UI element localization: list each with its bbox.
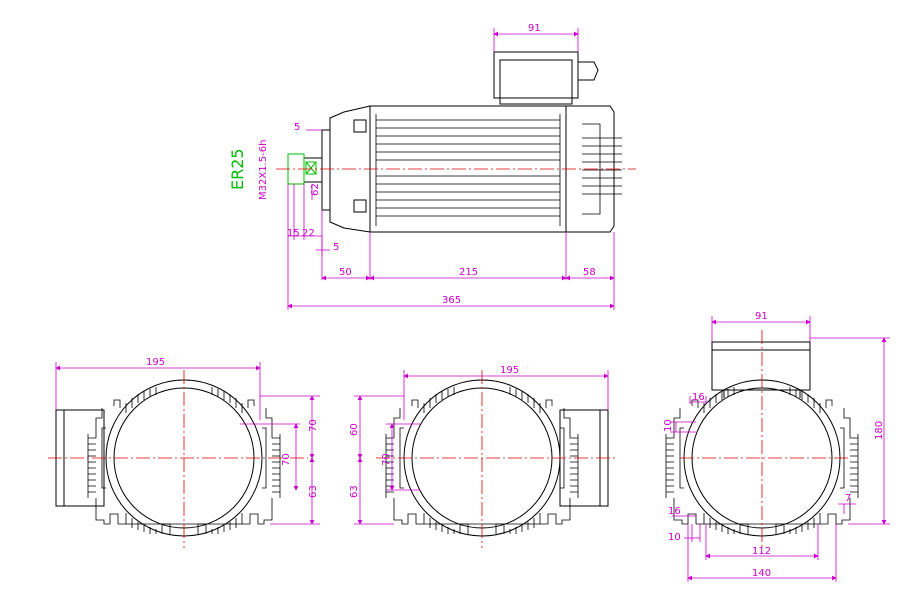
dim-15: 15 bbox=[287, 228, 300, 239]
side-view: 91 5 5 50 215 58 365 15 22 62 ER25 M32X1… bbox=[228, 23, 636, 310]
terminal-box-front bbox=[711, 341, 811, 391]
dim-10a: 10 bbox=[663, 419, 674, 432]
dim-140: 140 bbox=[752, 568, 771, 579]
dim-112: 112 bbox=[752, 546, 771, 557]
dim-365: 365 bbox=[442, 295, 461, 306]
dim-63: 63 bbox=[349, 485, 360, 498]
dim-70: 70 bbox=[381, 453, 392, 466]
dim-62: 62 bbox=[310, 183, 321, 196]
dim-60: 60 bbox=[349, 423, 360, 436]
dim-180: 180 bbox=[874, 421, 885, 440]
end-view-right: 91 180 16 10 16 10 112 140 7 bbox=[663, 311, 890, 582]
dim-10b: 10 bbox=[668, 532, 681, 543]
terminal-box bbox=[493, 51, 579, 99]
dim-16a: 16 bbox=[692, 392, 705, 403]
dim-5b: 5 bbox=[333, 242, 339, 253]
dim-7: 7 bbox=[845, 493, 851, 504]
dim-195: 195 bbox=[146, 357, 165, 368]
collet-label: ER25 bbox=[228, 148, 247, 190]
end-view-middle: 195 60 70 63 bbox=[349, 365, 616, 548]
dim-91: 91 bbox=[528, 23, 541, 34]
dim-195: 195 bbox=[500, 365, 519, 376]
dim-63: 63 bbox=[308, 485, 319, 498]
dim-5a: 5 bbox=[294, 122, 300, 133]
dim-16b: 16 bbox=[668, 506, 681, 517]
end-view-left: 195 70 70 63 bbox=[48, 357, 320, 548]
dim-22: 22 bbox=[302, 228, 315, 239]
dim-70b: 70 bbox=[281, 453, 292, 466]
dim-91: 91 bbox=[755, 311, 768, 322]
dim-70a: 70 bbox=[308, 419, 319, 432]
dim-58: 58 bbox=[583, 267, 596, 278]
thread-label: M32X1.5-6h bbox=[258, 140, 269, 200]
dim-215: 215 bbox=[459, 267, 478, 278]
dim-50: 50 bbox=[339, 267, 352, 278]
